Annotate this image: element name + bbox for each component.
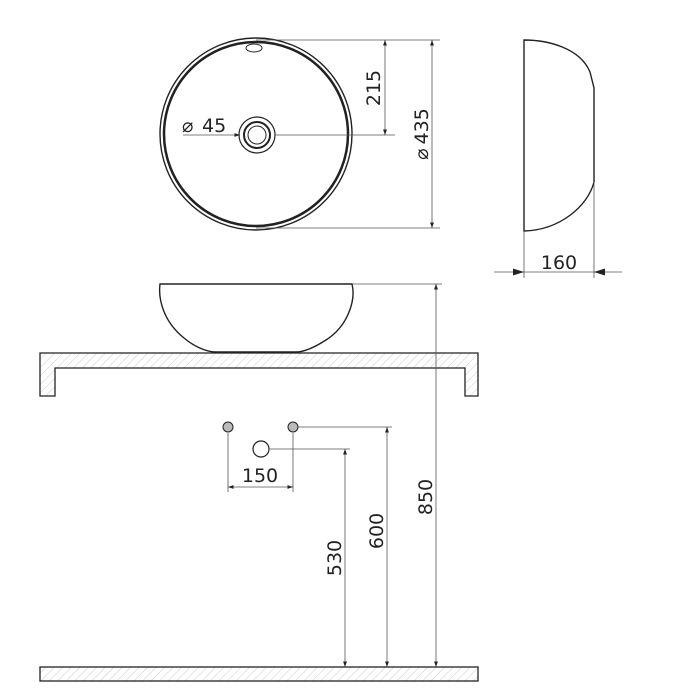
basin-front-profile xyxy=(158,283,354,353)
drain-offset-label: 215 xyxy=(363,70,385,106)
fixture-height-label: 850 xyxy=(415,479,437,515)
basin-side-profile xyxy=(523,39,595,232)
supply-height-label: 600 xyxy=(366,513,388,549)
basin-height-label: 160 xyxy=(541,252,577,274)
drain-ring xyxy=(243,121,271,149)
side-view: 160 xyxy=(494,39,622,278)
outer-diameter-value: 435 xyxy=(411,108,433,144)
drain-connection xyxy=(252,440,270,458)
dim-160-arrow-left xyxy=(513,268,524,276)
top-view: ⌀ 45 215 ⌀ 435 xyxy=(159,37,440,231)
drain-diameter-symbol: ⌀ xyxy=(182,115,193,137)
overflow-hole xyxy=(245,43,263,53)
front-elevation: 150 530 600 850 xyxy=(39,283,479,682)
drain-inner xyxy=(247,125,267,145)
drain-diameter-label: 45 xyxy=(202,115,226,137)
floor-slab xyxy=(39,666,479,682)
outer-diameter-label: ⌀ 435 xyxy=(411,108,433,160)
drain-height-label: 530 xyxy=(324,540,346,576)
dim-160-arrow-right xyxy=(594,268,605,276)
supply-spacing-label: 150 xyxy=(242,465,278,487)
basin-inner-rim xyxy=(162,40,350,228)
hot-supply-connection xyxy=(287,421,299,433)
countertop xyxy=(39,352,479,397)
cold-supply-connection xyxy=(222,421,234,433)
outer-diameter-symbol: ⌀ xyxy=(411,148,433,159)
